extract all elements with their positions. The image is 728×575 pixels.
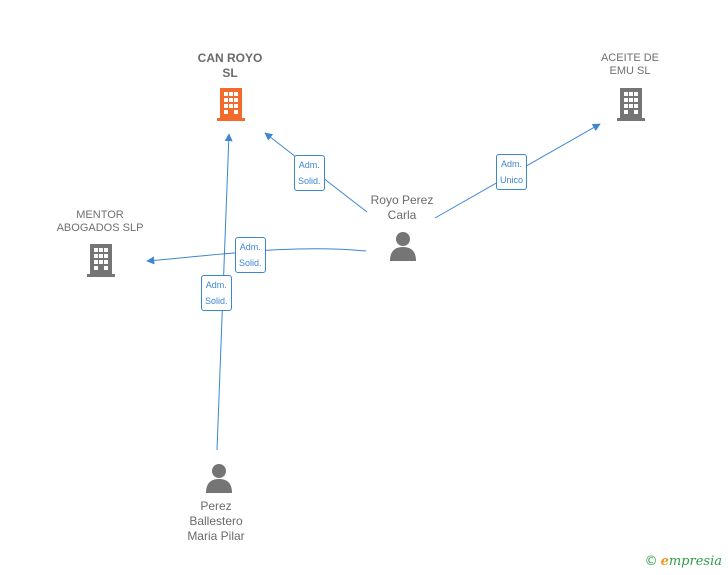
node-label-royo-perez: Royo Perez Carla bbox=[370, 193, 434, 222]
building-icon-mentor[interactable] bbox=[86, 242, 116, 278]
building-icon-aceite-emu[interactable] bbox=[616, 86, 646, 122]
node-label-mentor: MENTOR ABOGADOS SLP bbox=[56, 209, 144, 234]
edge-label-royo-can-royo: Adm. Solid. bbox=[294, 155, 325, 191]
node-label-can-royo: CAN ROYO SL bbox=[197, 51, 263, 80]
edge-label-royo-mentor: Adm. Solid. bbox=[235, 237, 266, 273]
building-icon-can-royo[interactable] bbox=[216, 86, 246, 122]
node-label-perez-ballestero: Perez Ballestero Maria Pilar bbox=[187, 499, 245, 543]
person-icon-royo-perez[interactable] bbox=[388, 230, 418, 262]
edge-label-royo-aceite: Adm. Unico bbox=[496, 154, 528, 190]
brand-logo-text: mpresia bbox=[668, 554, 722, 569]
copyright-icon: © bbox=[644, 554, 658, 569]
edge-label-perez-can-royo: Adm. Solid. bbox=[201, 275, 232, 311]
node-label-aceite-emu: ACEITE DE EMU SL bbox=[600, 52, 660, 77]
brand-footer: ©empresia bbox=[645, 554, 722, 569]
brand-logo-e: e bbox=[660, 554, 669, 569]
person-icon-perez-ballestero[interactable] bbox=[204, 462, 234, 494]
